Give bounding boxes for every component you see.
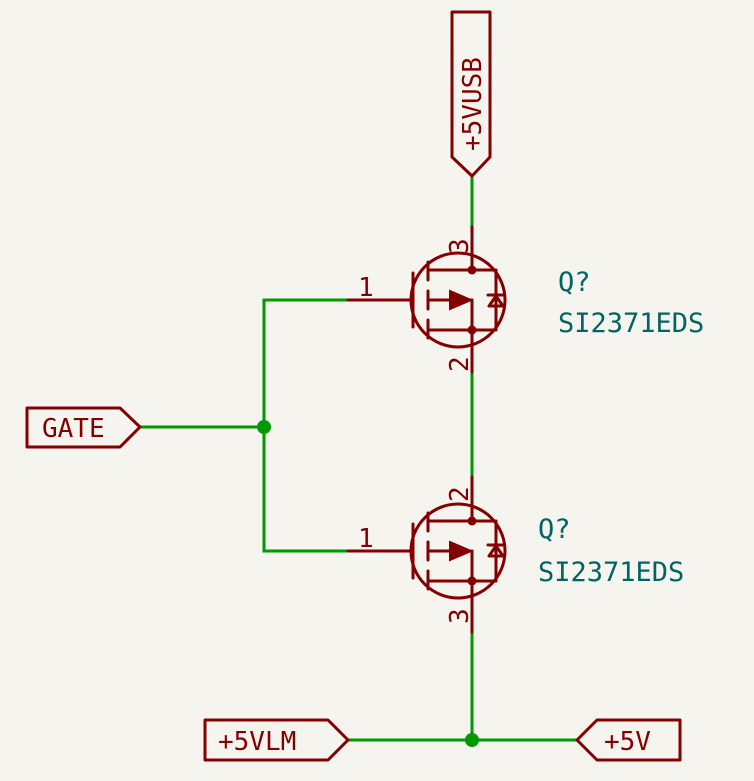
- label-gate[interactable]: GATE: [25, 406, 142, 449]
- label-vlm-outline: [203, 718, 350, 762]
- q1-pin-gate-number: 1: [358, 273, 374, 303]
- q2-body-diode-wire: [470, 519, 498, 583]
- junction-output: [465, 733, 479, 747]
- label-usb-outline: [450, 10, 492, 178]
- label-gate-text: GATE: [42, 414, 105, 444]
- q1-body-diode: [487, 294, 505, 308]
- wire-gate-bus: [262, 298, 350, 553]
- q2-reference: Q?: [538, 514, 571, 545]
- q2-body: [409, 502, 507, 600]
- q1-reference: Q?: [558, 267, 591, 298]
- q1-arrow: [449, 289, 474, 311]
- q2-pin-bottom-number: 3: [445, 608, 475, 624]
- label-5v-outline: [575, 718, 682, 762]
- transistor-q1[interactable]: 1 3 2 Q? SI2371EDS: [346, 225, 704, 374]
- q2-body-diode: [487, 544, 505, 558]
- q1-pin-bottom-number: 2: [445, 356, 475, 372]
- wires: [138, 174, 579, 747]
- q1-pin-top-number: 3: [445, 238, 475, 254]
- label-vlm[interactable]: +5VLM: [203, 718, 350, 762]
- label-gate-outline: [25, 406, 142, 449]
- transistor-q2[interactable]: 1 2 3 Q? SI2371EDS: [346, 475, 684, 634]
- junction-gate: [257, 420, 271, 434]
- q2-arrow: [449, 540, 474, 562]
- label-usb[interactable]: +5VUSB: [450, 10, 492, 178]
- q1-body: [409, 251, 507, 349]
- q1-body-diode-wire: [470, 268, 498, 332]
- label-5v[interactable]: +5V: [575, 718, 682, 762]
- q2-pin-gate-number: 1: [358, 524, 374, 554]
- q2-pin-top-number: 2: [445, 486, 475, 502]
- label-5v-text: +5V: [604, 727, 651, 757]
- label-usb-text: +5VUSB: [458, 57, 488, 151]
- q2-value: SI2371EDS: [538, 557, 684, 588]
- q1-value: SI2371EDS: [558, 308, 704, 339]
- label-vlm-text: +5VLM: [218, 727, 296, 757]
